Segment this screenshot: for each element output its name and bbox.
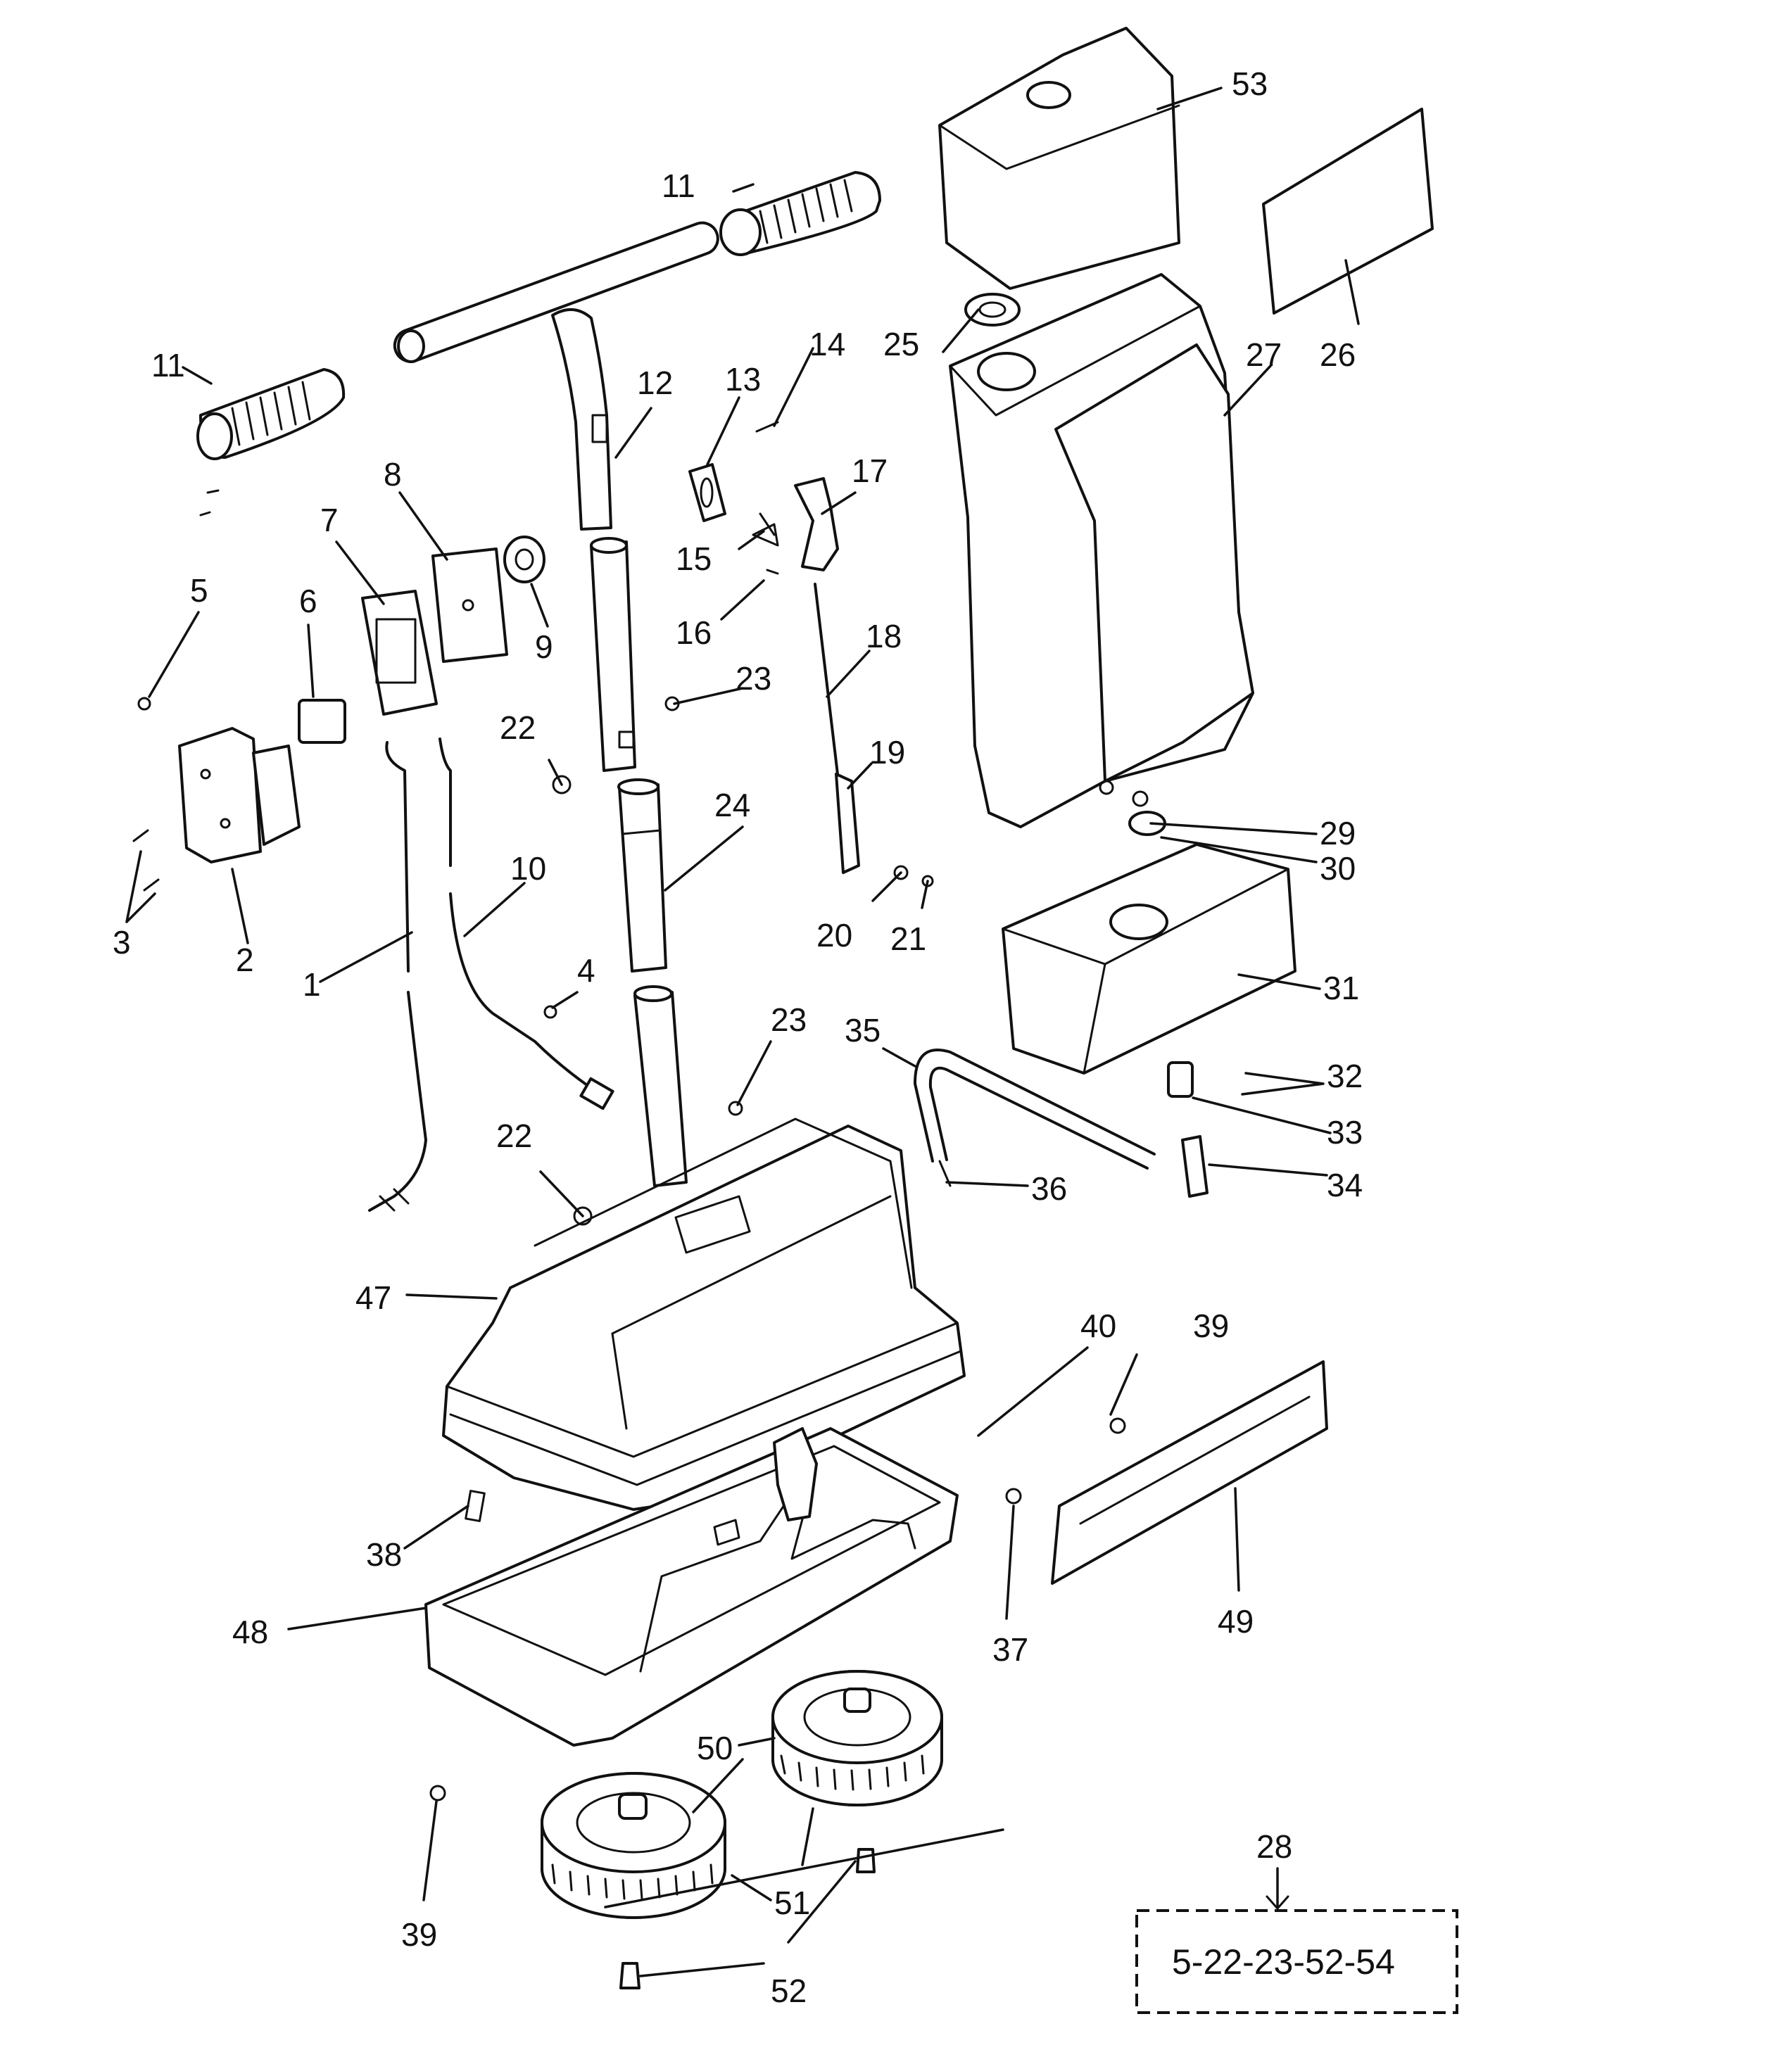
grip-right: [719, 171, 881, 256]
callout-24: 24: [714, 787, 750, 823]
lower-tube: [633, 985, 688, 1187]
callout-21: 21: [890, 920, 926, 957]
callout-33: 33: [1327, 1114, 1363, 1151]
callout-51: 51: [774, 1885, 810, 1921]
kit-box: 28 5-22-23-52-54: [1135, 1828, 1458, 2014]
callout-53: 53: [1232, 65, 1268, 102]
callout-39-left: 39: [401, 1916, 437, 1953]
pedal-17: [794, 477, 839, 571]
callout-23-upper: 23: [736, 660, 771, 697]
callout-22-upper: 22: [500, 709, 536, 746]
callout-48: 48: [232, 1614, 268, 1650]
middle-tube-24: [617, 778, 667, 973]
fitting-34: [1181, 1135, 1209, 1198]
callout-50: 50: [697, 1730, 733, 1766]
cap-25: [964, 293, 1021, 327]
bushing-9: [503, 536, 545, 583]
callout-19: 19: [869, 734, 905, 771]
callout-2: 2: [236, 942, 254, 978]
decal-26: [1262, 108, 1434, 315]
callout-1: 1: [303, 966, 321, 1003]
callout-17: 17: [852, 452, 888, 489]
clip-13: [688, 463, 726, 522]
callout-37: 37: [992, 1631, 1028, 1668]
callout-49: 49: [1218, 1603, 1254, 1640]
callout-22-lower: 22: [496, 1118, 532, 1154]
callout-47: 47: [355, 1279, 391, 1316]
decal-49: [1051, 1360, 1328, 1585]
switch-plate-7: [361, 590, 438, 716]
tank-27: [949, 273, 1254, 828]
callout-8: 8: [384, 456, 402, 493]
base-48: [424, 1427, 959, 1747]
callout-16: 16: [676, 614, 712, 651]
bumper-52: [619, 1848, 876, 1989]
rod-18: [814, 583, 860, 874]
callout-34: 34: [1327, 1167, 1363, 1203]
callout-7: 7: [320, 502, 339, 538]
hose-35: [914, 1049, 1156, 1187]
callout-3: 3: [113, 924, 131, 961]
callout-6: 6: [299, 583, 317, 619]
callout-30: 30: [1320, 850, 1356, 887]
callout-9: 9: [535, 628, 553, 665]
callout-18: 18: [866, 618, 902, 654]
callout-5: 5: [190, 572, 208, 609]
callout-12: 12: [637, 365, 673, 401]
cord-1: [368, 741, 427, 1212]
callout-38: 38: [366, 1536, 402, 1573]
hardware-small: [132, 421, 1126, 1802]
callout-29: 29: [1320, 815, 1356, 851]
switch-box-2: [178, 727, 301, 863]
callout-35: 35: [845, 1012, 881, 1049]
callout-36: 36: [1031, 1170, 1067, 1207]
clip-15: [752, 523, 779, 547]
brush-right: [771, 1670, 943, 1806]
kit-number: 28: [1256, 1828, 1292, 1865]
callout-labels: 1 2 3 4 5 6 7 8 9 10 11 11 12 13 14 15 1…: [113, 65, 1363, 2009]
callout-40: 40: [1080, 1308, 1116, 1344]
label-8: [431, 547, 508, 663]
kit-box-frame: [1135, 1909, 1458, 2014]
callout-20: 20: [816, 917, 852, 954]
callout-13: 13: [725, 361, 761, 398]
bottle-53: [938, 27, 1180, 290]
brush-left: [541, 1772, 726, 1919]
callout-52: 52: [771, 1973, 807, 2009]
tray-31: [1002, 790, 1296, 1075]
callout-27: 27: [1246, 336, 1282, 373]
callout-23-lower: 23: [771, 1001, 807, 1038]
callout-26: 26: [1320, 336, 1356, 373]
leader-lines: [125, 87, 1360, 1977]
grip-left: [196, 368, 346, 460]
callout-11-top: 11: [662, 167, 695, 204]
housing-47: [442, 1118, 966, 1511]
callout-25: 25: [883, 326, 919, 362]
kit-contents: 5-22-23-52-54: [1172, 1942, 1395, 1982]
switch-6: [298, 699, 346, 744]
callout-11-left: 11: [151, 347, 185, 384]
callout-15: 15: [676, 540, 712, 577]
cord-10: [438, 737, 614, 1110]
callout-39-right: 39: [1193, 1308, 1229, 1344]
callout-32: 32: [1327, 1058, 1363, 1094]
callout-14: 14: [809, 326, 845, 362]
callout-4: 4: [577, 952, 595, 989]
handle-bar: [393, 221, 719, 531]
upper-tube: [590, 537, 636, 772]
valve-33: [1167, 1061, 1194, 1098]
callout-31: 31: [1323, 970, 1359, 1006]
callout-10: 10: [510, 850, 546, 887]
